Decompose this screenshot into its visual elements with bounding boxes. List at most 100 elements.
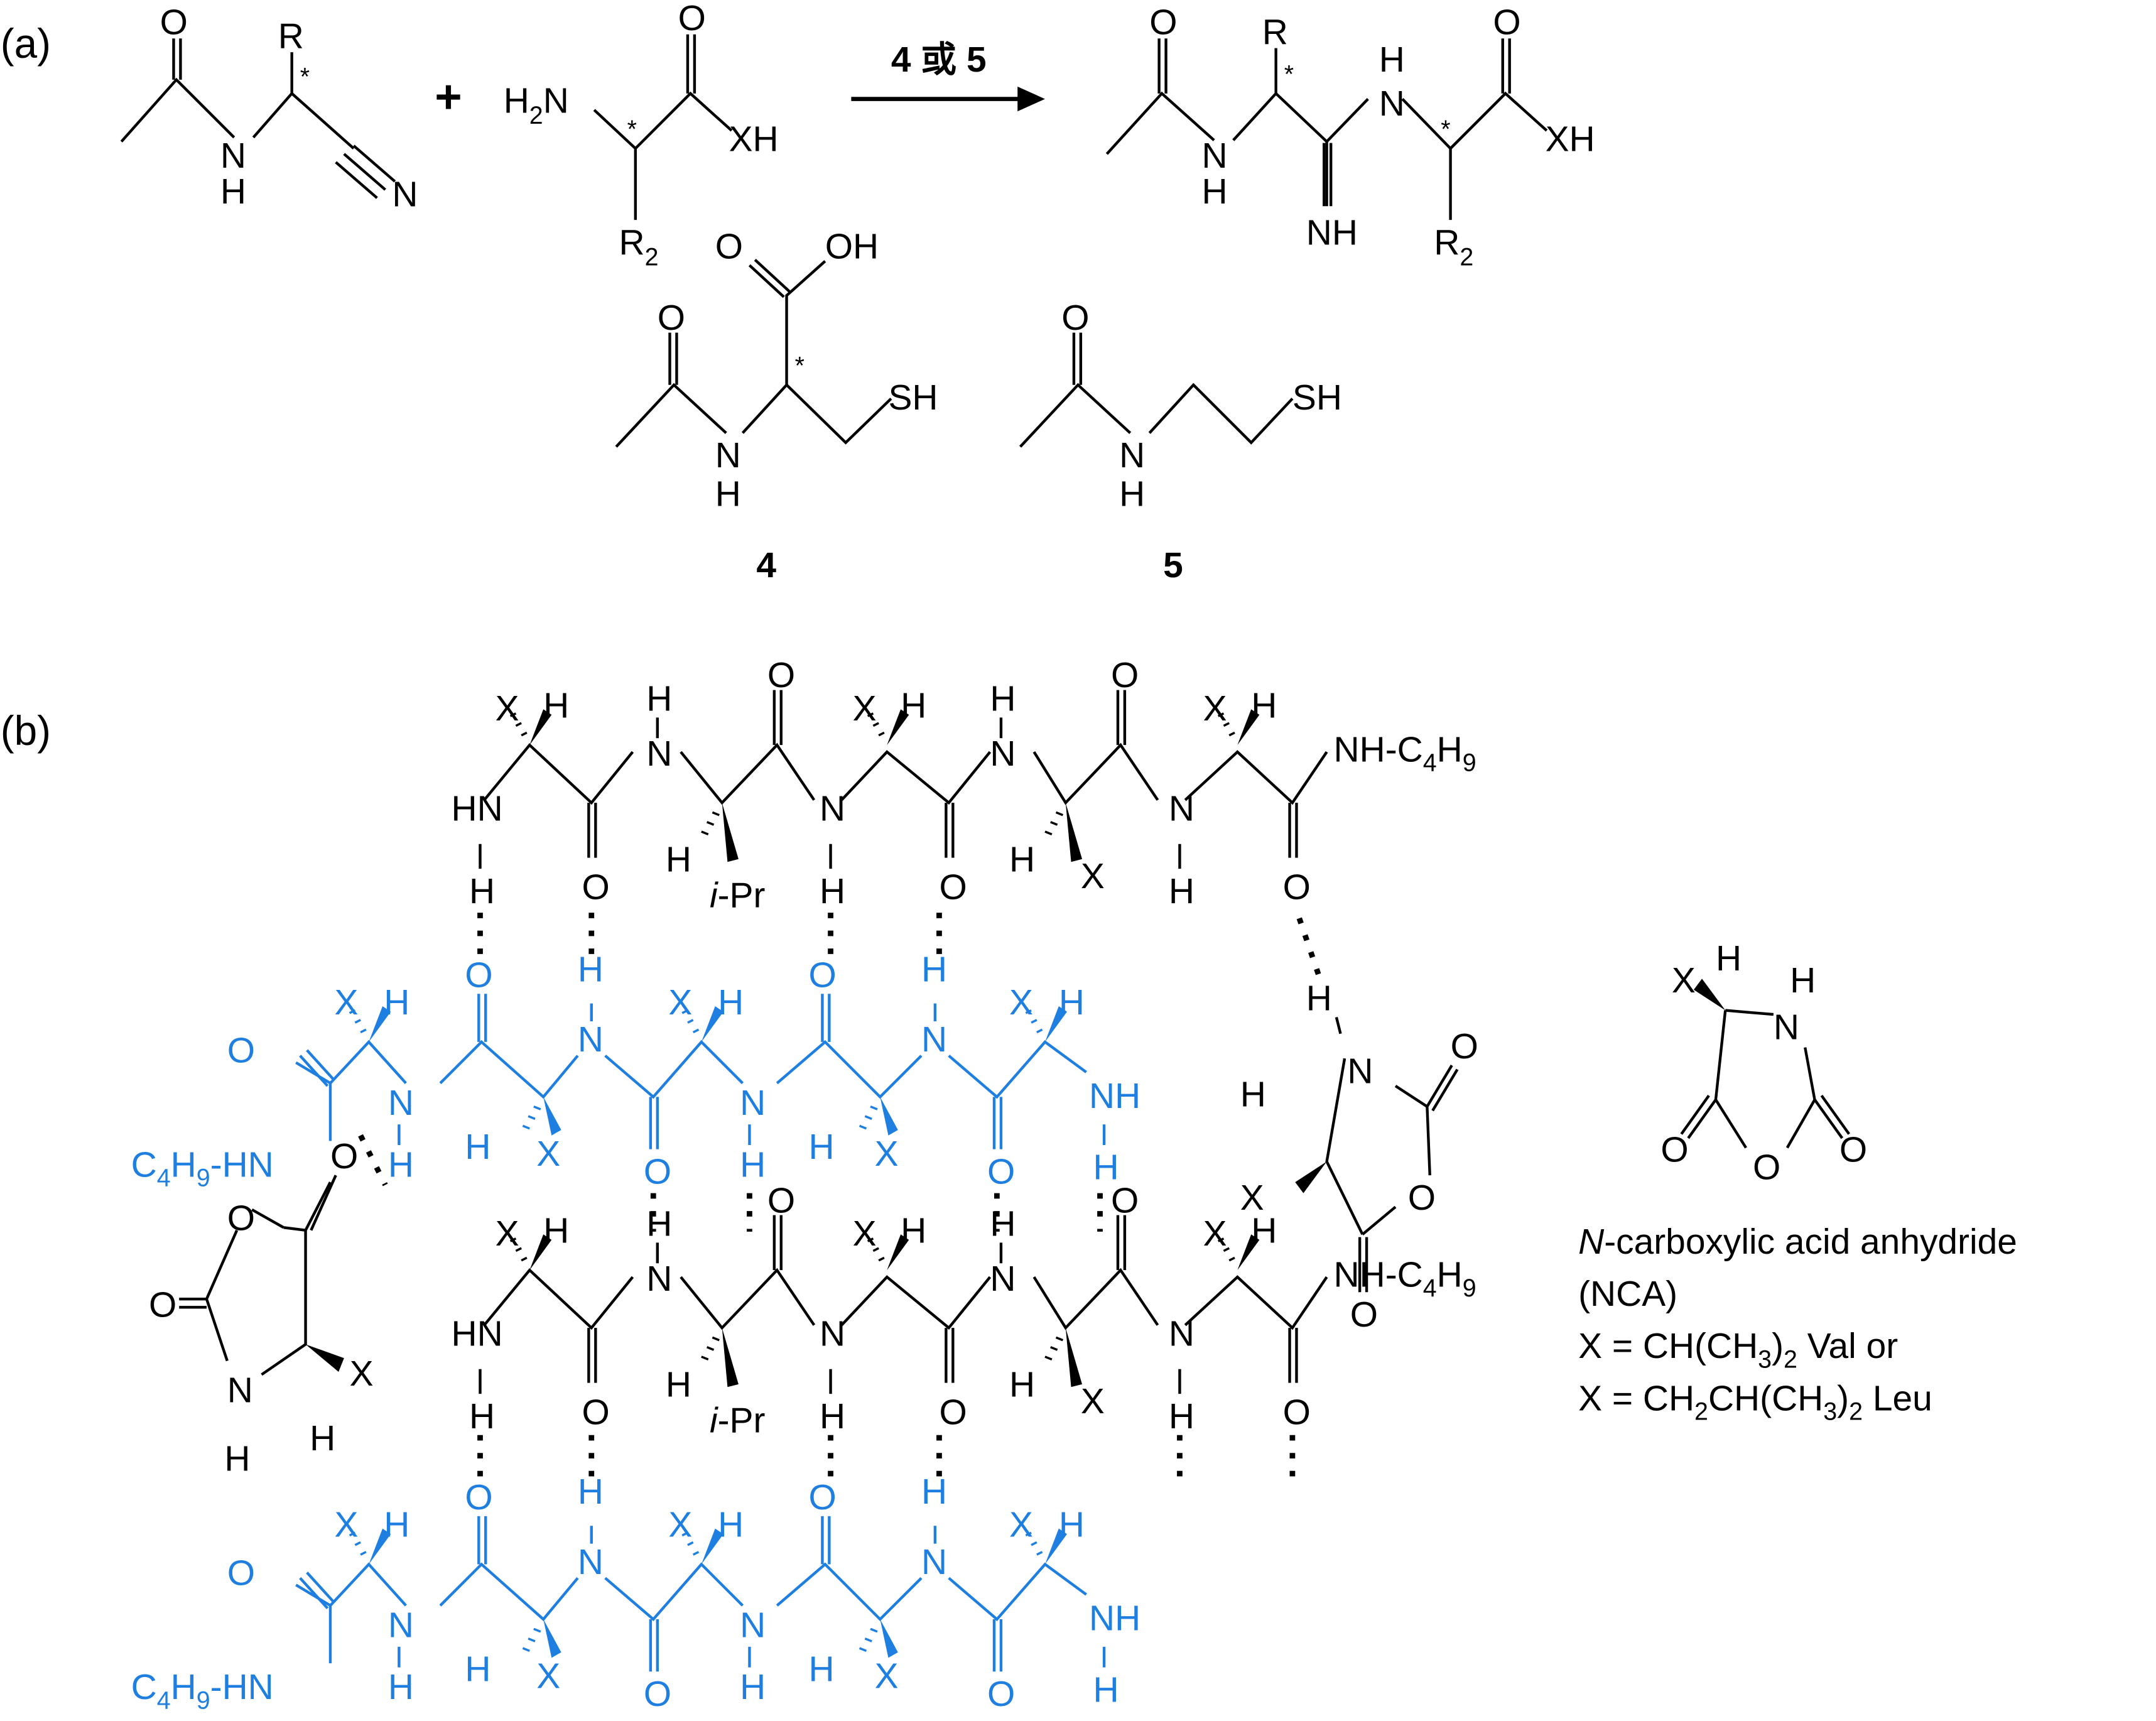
carbonyl-double-bond-2 — [1501, 38, 1511, 94]
atom-H: H — [740, 1144, 766, 1185]
legend-line-2: (NCA) — [1578, 1274, 1677, 1314]
wedge-bond — [701, 1528, 723, 1565]
carbonyl-double-bond — [772, 690, 783, 746]
hash-bond — [1036, 1028, 1043, 1034]
atom-O: O — [1283, 1392, 1311, 1432]
atom-N: N — [1169, 1314, 1194, 1354]
atom-H: H — [384, 982, 409, 1023]
chiral-star-1: * — [1284, 60, 1294, 88]
hash-bond — [1025, 1531, 1032, 1537]
atom-H: H — [1059, 1505, 1085, 1545]
atom-O: O — [1283, 867, 1311, 907]
atom-N: N — [646, 1259, 672, 1299]
atom-NH: NH — [1089, 1076, 1140, 1116]
backbone-bonds — [295, 1562, 1087, 1664]
hash-bond — [692, 1551, 700, 1556]
atom-O: O — [939, 867, 967, 907]
atom-X: X — [335, 982, 359, 1023]
atom-X: X — [335, 1505, 359, 1545]
atom-H: H — [388, 1667, 414, 1707]
atom-O: O — [658, 298, 685, 338]
atom-H: H — [224, 1439, 250, 1479]
atom-H: H — [901, 1210, 926, 1251]
wedge-bond — [1044, 1006, 1067, 1042]
legend-line-4: X = CH2CH(CH3)2 Leu — [1578, 1378, 1932, 1425]
compound-number-5: 5 — [1163, 545, 1183, 585]
atom-X: X — [350, 1354, 374, 1394]
carbonyl-double-bond — [1116, 690, 1127, 746]
wedge-bond — [543, 1097, 561, 1136]
wedge-bond — [1693, 979, 1726, 1011]
atom-OH: OH — [825, 226, 879, 266]
backbone-bonds — [483, 1268, 1328, 1330]
wedge-bond — [880, 1097, 898, 1136]
hash-bond — [859, 1124, 867, 1130]
atom-H: H — [921, 1472, 947, 1512]
atom-H: H — [578, 1472, 604, 1512]
hash-bond — [360, 1551, 367, 1556]
hash-bond — [1228, 1256, 1235, 1262]
atom-SH: SH — [888, 377, 938, 418]
hash-bond — [522, 1647, 530, 1653]
hash-bond — [354, 1019, 361, 1024]
atom-O: O — [987, 1151, 1015, 1192]
atom-N: N — [820, 789, 845, 829]
compound-4: O O OH * N H SH 4 — [615, 226, 938, 585]
hash-bond — [687, 1541, 694, 1546]
legend-line-3: X = CH(CH3)2 Val or — [1578, 1326, 1898, 1373]
wedge-bond — [722, 1328, 739, 1387]
wedge-bond — [529, 709, 552, 746]
atom-H: H — [543, 685, 569, 725]
atom-iPr: i-Pr — [710, 1400, 765, 1440]
wedge-bond — [369, 1006, 391, 1042]
atom-X: X — [1081, 1381, 1105, 1421]
carbonyl-double-bond — [1426, 1064, 1459, 1112]
atom-O: O — [227, 1198, 255, 1239]
terminus-NH-C4H9: NH-C4H9 — [1334, 1254, 1476, 1301]
atom-iPr: i-Pr — [710, 875, 765, 915]
hash-bond — [360, 1028, 367, 1034]
atom-N: N — [1347, 1051, 1373, 1092]
hash-bond — [1031, 1541, 1037, 1546]
hash-bond — [1228, 731, 1235, 737]
atom-X: X — [853, 688, 877, 729]
carbonyl-double-bond — [1288, 803, 1298, 858]
nca-reference-structure: X H H N O O O — [1660, 938, 1867, 1188]
carbonyl-double-bond — [1116, 1215, 1127, 1271]
hash-bond — [509, 1237, 517, 1242]
terminus-C4H9-HN: C4H9-HN — [131, 1667, 274, 1714]
carbonyl-double-bond — [821, 994, 831, 1042]
atom-H: H — [715, 474, 741, 514]
wedge-bond — [1044, 1528, 1067, 1565]
atom-O: O — [1111, 655, 1139, 695]
hash-bond — [701, 1355, 709, 1361]
atom-X: X — [496, 688, 519, 729]
atom-N: N — [578, 1019, 604, 1060]
chiral-star: * — [627, 116, 637, 143]
atom-O: O — [582, 1392, 609, 1432]
atom-HN: HN — [452, 1314, 503, 1354]
backbone-bonds — [593, 91, 733, 220]
compound-number-4: 4 — [756, 545, 776, 585]
atom-N: N — [715, 435, 741, 475]
hash-bond — [1044, 830, 1053, 836]
atom-O: O — [1753, 1148, 1780, 1188]
atom-H: H — [820, 871, 845, 911]
carbonyl-double-bond — [686, 34, 696, 94]
atom-H: H — [809, 1649, 835, 1690]
ring-bonds — [205, 1181, 332, 1376]
atom-O: O — [330, 1136, 358, 1176]
reaction-arrow: 4 或 5 — [851, 40, 1045, 112]
hash-bond — [349, 1531, 356, 1537]
atom-N: N — [740, 1605, 766, 1646]
atom-X: X — [1240, 1178, 1264, 1218]
atom-H: H — [220, 171, 246, 212]
atom-H: H — [718, 982, 744, 1023]
backbone-bonds — [295, 1040, 1087, 1141]
carbonyl-double-bond — [299, 1572, 336, 1610]
hash-bond — [872, 722, 879, 727]
atom-H: H — [1240, 1075, 1266, 1115]
